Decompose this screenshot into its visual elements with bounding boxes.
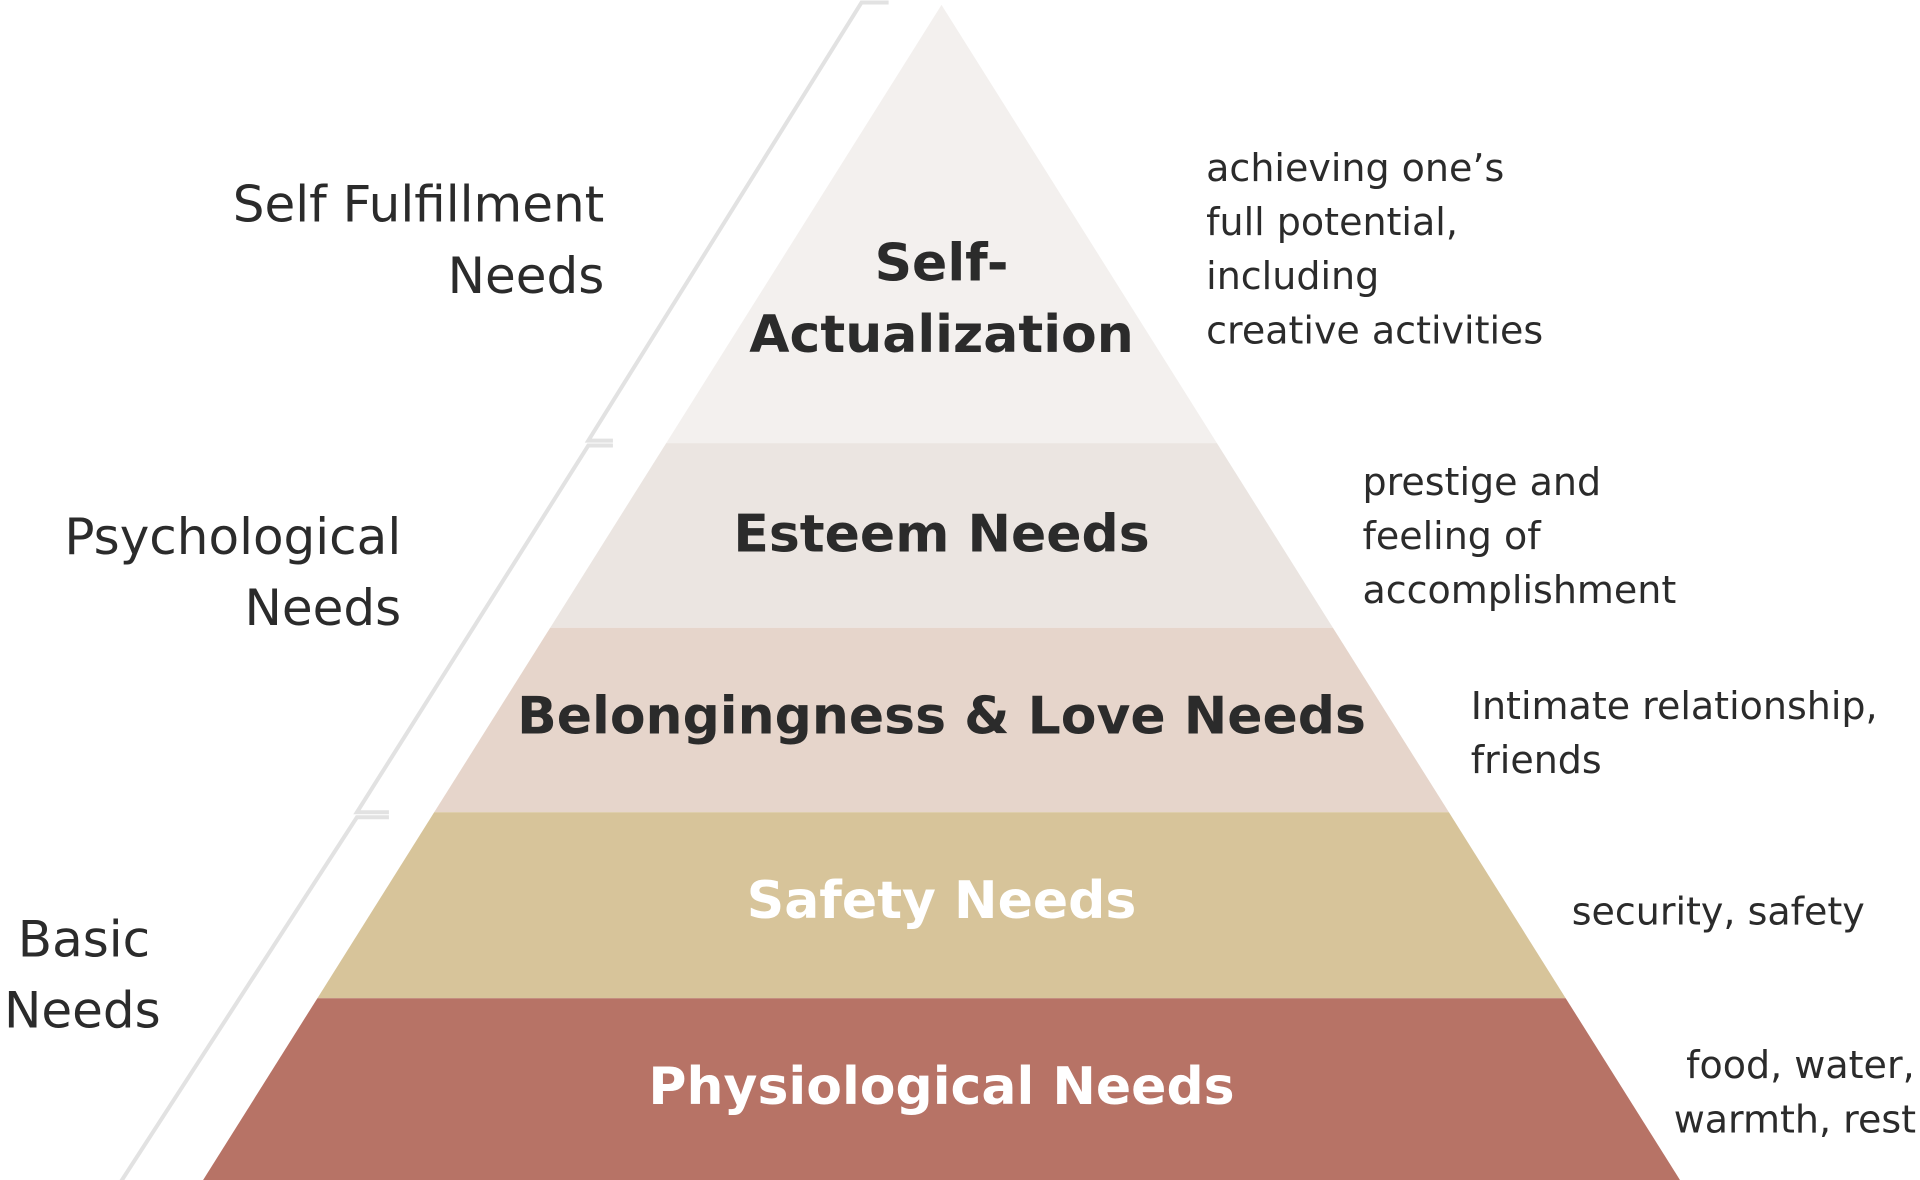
description-self-actualization: full potential,	[1206, 200, 1458, 244]
tier-belongingness-love	[434, 627, 1449, 813]
description-belongingness-love: friends	[1471, 738, 1602, 782]
group-labels: Self FulfillmentNeedsPsychologicalNeedsB…	[4, 176, 604, 1040]
description-belongingness-love: Intimate relationship,	[1471, 684, 1878, 728]
tier-self-actualization	[666, 4, 1217, 444]
bracket-basic	[119, 815, 389, 1180]
description-physiological: food, water,	[1686, 1043, 1915, 1087]
tier-label-belongingness-love: Belongingness & Love Needs	[517, 687, 1366, 747]
group-label-basic: Basic	[18, 910, 150, 968]
description-safety: security, safety	[1572, 889, 1865, 933]
description-esteem: accomplishment	[1362, 568, 1676, 612]
group-label-self-fulfillment: Needs	[448, 247, 605, 305]
group-label-psychological: Psychological	[64, 508, 401, 566]
group-label-psychological: Needs	[245, 579, 402, 637]
tier-label-esteem: Esteem Needs	[733, 504, 1149, 564]
pyramid-tiers	[203, 4, 1680, 1180]
tier-physiological	[203, 998, 1680, 1180]
bracket-psychological	[353, 443, 613, 815]
tier-label-self-actualization: Actualization	[749, 305, 1133, 365]
tier-safety	[317, 812, 1566, 999]
tier-esteem	[550, 443, 1333, 628]
tier-descriptions: achieving one’s full potential, including c…	[1206, 146, 1916, 1141]
group-label-self-fulfillment: Self Fulfillment	[233, 176, 605, 234]
tier-label-physiological: Physiological Needs	[648, 1057, 1234, 1117]
group-brackets	[119, 0, 889, 1180]
description-esteem: prestige and	[1362, 460, 1601, 504]
description-physiological: warmth, rest	[1674, 1097, 1916, 1141]
group-label-basic: Needs	[4, 982, 161, 1040]
description-esteem: feeling of	[1362, 514, 1542, 558]
description-self-actualization: including	[1206, 254, 1379, 298]
description-self-actualization: creative activities	[1206, 308, 1543, 352]
bracket-self-fulfillment	[584, 0, 889, 443]
tier-label-safety: Safety Needs	[747, 871, 1137, 931]
tier-label-self-actualization: Self-	[875, 234, 1009, 294]
description-self-actualization: achieving one’s	[1206, 146, 1504, 190]
